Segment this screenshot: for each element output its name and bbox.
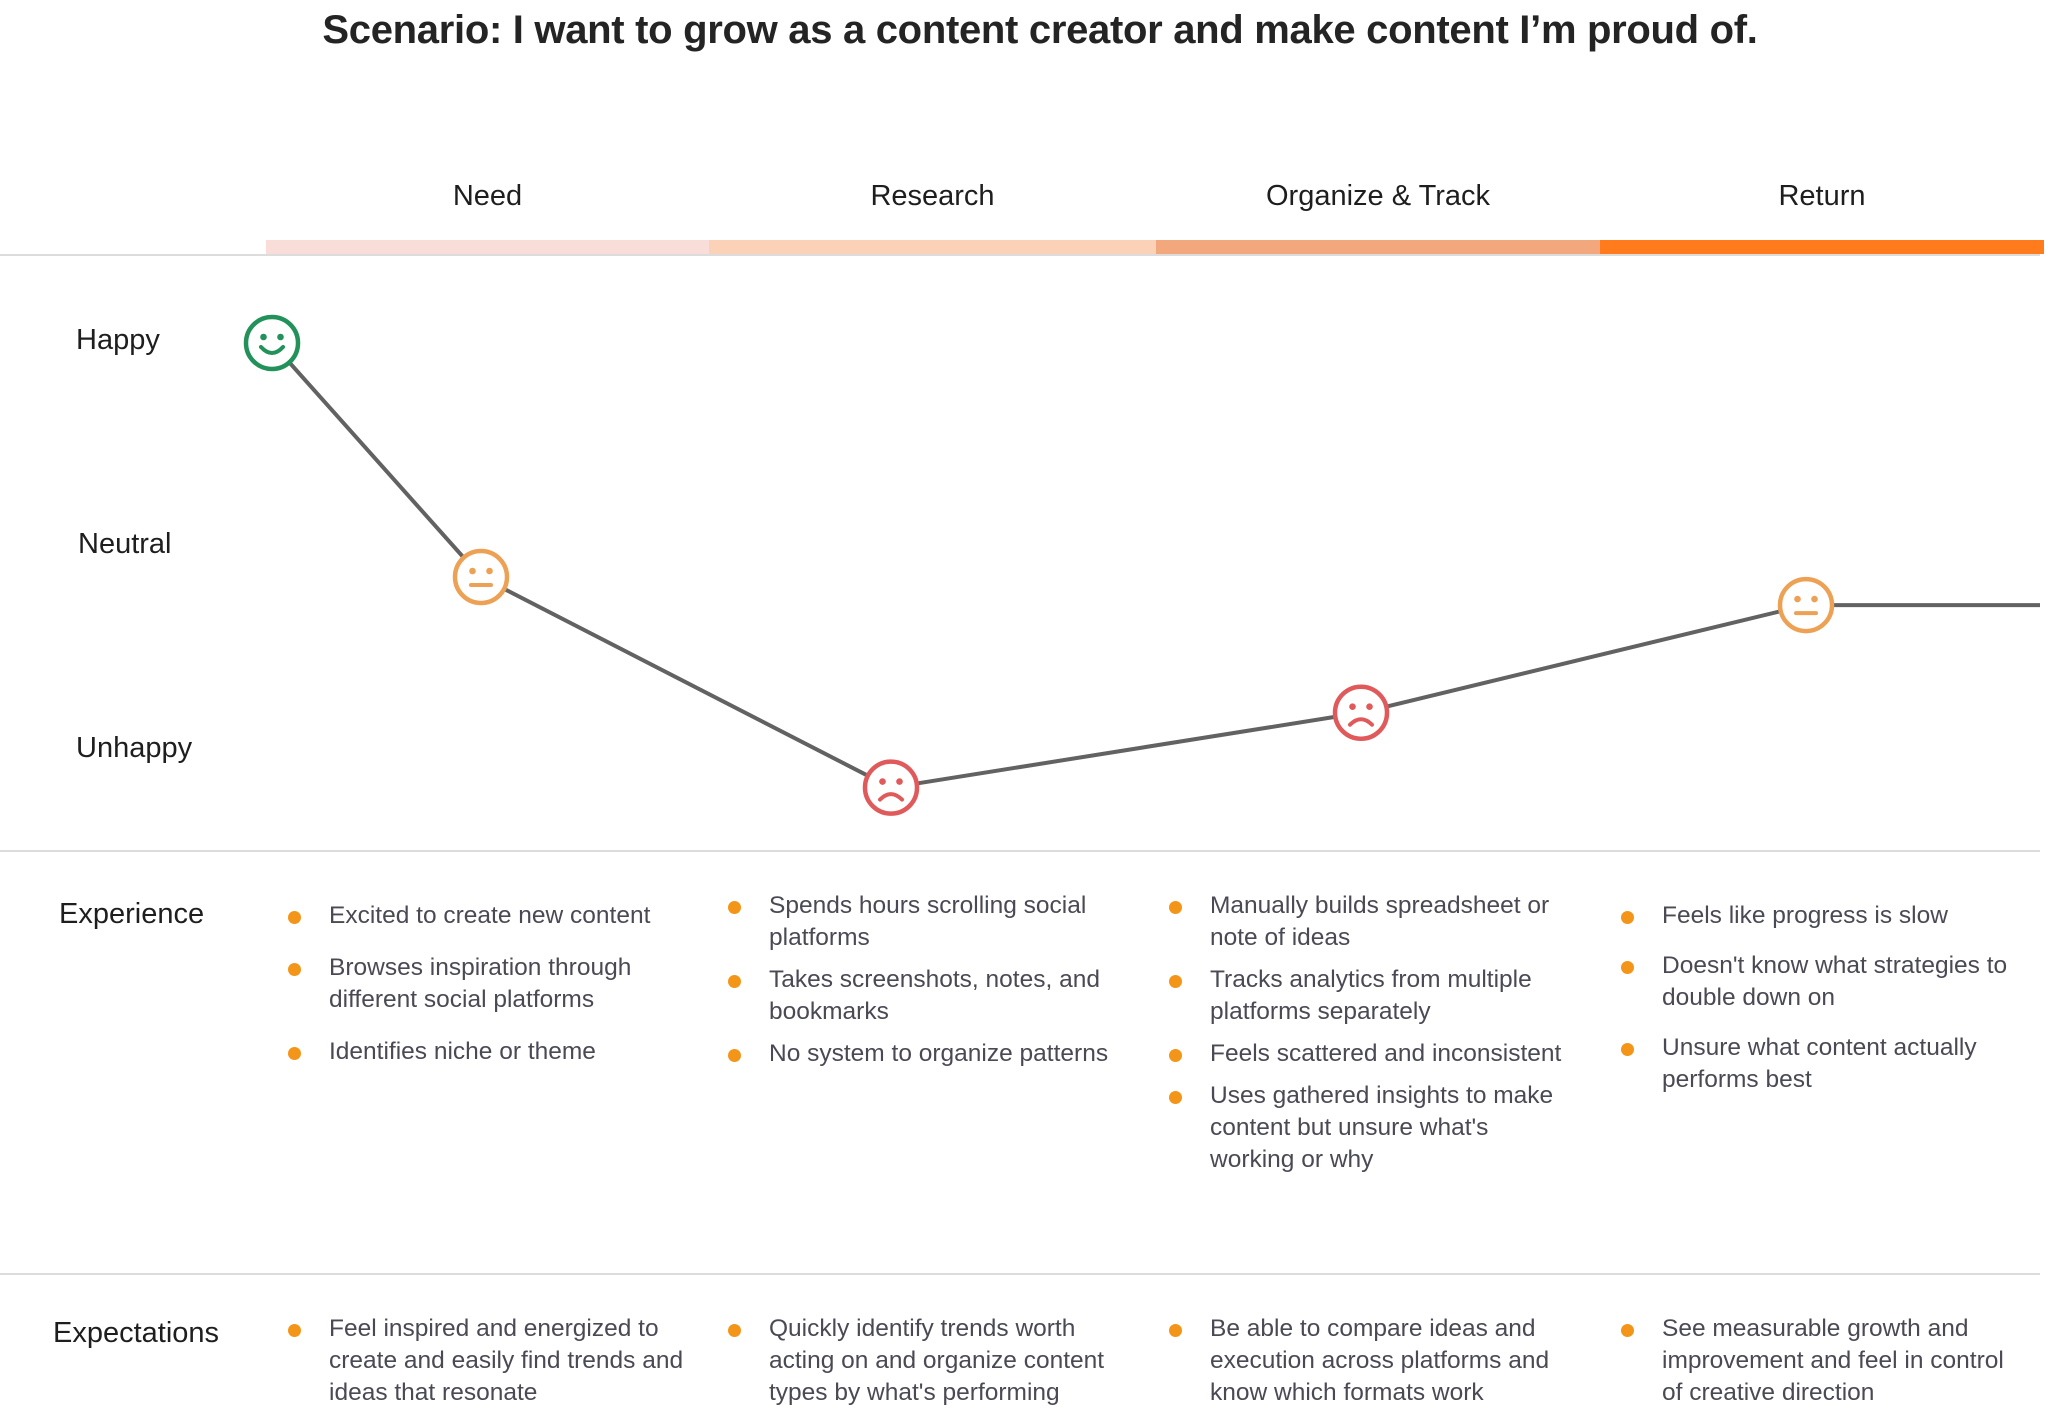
emotion-line-segment (1386, 609, 1781, 709)
bullet-text: Spends hours scrolling social platforms (769, 892, 1087, 951)
expectations-column: Feel inspired and energized to create an… (286, 1313, 686, 1409)
expectations-column: Quickly identify trends worth acting on … (726, 1313, 1126, 1409)
bullet-dot-icon (728, 975, 741, 988)
bullet-text: Tracks analytics from multiple platforms… (1210, 966, 1532, 1025)
bullet-dot-icon (1169, 901, 1182, 914)
bullet-dot-icon (728, 1324, 741, 1337)
phase-bar-organize-track (1156, 240, 1600, 254)
bullet-item: Quickly identify trends worth acting on … (726, 1313, 1126, 1409)
neutral-face-icon (1777, 576, 1835, 634)
expectations-column: See measurable growth and improvement an… (1619, 1313, 2019, 1409)
emotion-line-segment (288, 361, 465, 559)
bullet-dot-icon (288, 1047, 301, 1060)
bullet-text: Quickly identify trends worth acting on … (769, 1315, 1105, 1406)
experience-divider (0, 1273, 2040, 1275)
bullet-item: Unsure what content actually performs be… (1619, 1032, 2019, 1096)
bullet-item: Spends hours scrolling social platforms (726, 890, 1126, 954)
bullet-item: Uses gathered insights to make content b… (1167, 1080, 1567, 1176)
phase-label-research: Research (870, 180, 995, 212)
bullet-text: Feels scattered and inconsistent (1210, 1040, 1562, 1067)
bullet-item: No system to organize patterns (726, 1038, 1126, 1070)
bullet-item: Doesn't know what strategies to double d… (1619, 950, 2019, 1014)
bullet-item: Manually builds spreadsheet or note of i… (1167, 890, 1567, 954)
emotion-label-happy: Happy (76, 324, 160, 356)
bullet-text: Uses gathered insights to make content b… (1210, 1082, 1554, 1173)
bullet-item: Tracks analytics from multiple platforms… (1167, 964, 1567, 1028)
bullet-item: Feels scattered and inconsistent (1167, 1038, 1567, 1070)
bullet-text: Excited to create new content (329, 902, 651, 929)
phase-label-need: Need (452, 180, 523, 212)
header-divider (0, 254, 2040, 256)
bullet-item: Feels like progress is slow (1619, 900, 2019, 932)
phase-bar-research (709, 240, 1156, 254)
bullet-text: No system to organize patterns (769, 1040, 1109, 1067)
bullet-item: Feel inspired and energized to create an… (286, 1313, 686, 1409)
emotion-line-segment (916, 715, 1336, 786)
bullet-dot-icon (288, 1324, 301, 1337)
bullet-text: Be able to compare ideas and execution a… (1210, 1315, 1550, 1406)
unhappy-face-icon (1332, 684, 1390, 741)
bullet-dot-icon (288, 911, 301, 924)
phase-bar-return (1600, 240, 2044, 254)
bullet-item: Be able to compare ideas and execution a… (1167, 1313, 1567, 1409)
bullet-dot-icon (1621, 1324, 1634, 1337)
emotion-label-neutral: Neutral (78, 528, 172, 560)
bullet-text: See measurable growth and improvement an… (1662, 1315, 2004, 1406)
bullet-text: Feel inspired and energized to create an… (329, 1315, 684, 1406)
unhappy-face-icon (862, 759, 920, 816)
scenario-title: Scenario: I want to grow as a content cr… (322, 8, 1758, 52)
bullet-item: Identifies niche or theme (286, 1036, 686, 1068)
emotion-label-unhappy: Unhappy (76, 732, 193, 764)
bullet-item: Takes screenshots, notes, and bookmarks (726, 964, 1126, 1028)
bullet-item: See measurable growth and improvement an… (1619, 1313, 2019, 1409)
chart-divider (0, 850, 2040, 852)
bullet-dot-icon (1621, 911, 1634, 924)
bullet-item: Excited to create new content (286, 900, 686, 932)
bullet-text: Doesn't know what strategies to double d… (1662, 952, 2008, 1011)
bullet-dot-icon (1169, 975, 1182, 988)
phase-bar-need (266, 240, 709, 254)
bullet-item: Browses inspiration through different so… (286, 952, 686, 1016)
phase-label-organize-track: Organize & Track (1265, 180, 1491, 212)
experience-column: Manually builds spreadsheet or note of i… (1167, 890, 1567, 1176)
bullet-dot-icon (288, 963, 301, 976)
bullet-text: Feels like progress is slow (1662, 902, 1948, 929)
row-label-expectations: Expectations (53, 1317, 220, 1349)
bullet-text: Browses inspiration through different so… (329, 954, 632, 1013)
emotion-curve-chart (243, 314, 2040, 816)
bullet-dot-icon (728, 901, 741, 914)
expectations-column: Be able to compare ideas and execution a… (1167, 1313, 1567, 1409)
happy-face-icon (243, 314, 301, 372)
row-label-experience: Experience (59, 898, 205, 930)
bullet-dot-icon (1621, 1043, 1634, 1056)
bullet-text: Unsure what content actually performs be… (1662, 1034, 1977, 1093)
bullet-text: Identifies niche or theme (329, 1038, 596, 1065)
emotion-line-segment (503, 587, 869, 777)
bullet-dot-icon (728, 1049, 741, 1062)
neutral-face-icon (452, 548, 510, 606)
bullet-dot-icon (1169, 1049, 1182, 1062)
bullet-text: Takes screenshots, notes, and bookmarks (769, 966, 1100, 1025)
bullet-dot-icon (1621, 961, 1634, 974)
bullet-dot-icon (1169, 1091, 1182, 1104)
bullet-text: Manually builds spreadsheet or note of i… (1210, 892, 1550, 951)
phase-label-return: Return (1778, 180, 1866, 212)
bullet-dot-icon (1169, 1324, 1182, 1337)
